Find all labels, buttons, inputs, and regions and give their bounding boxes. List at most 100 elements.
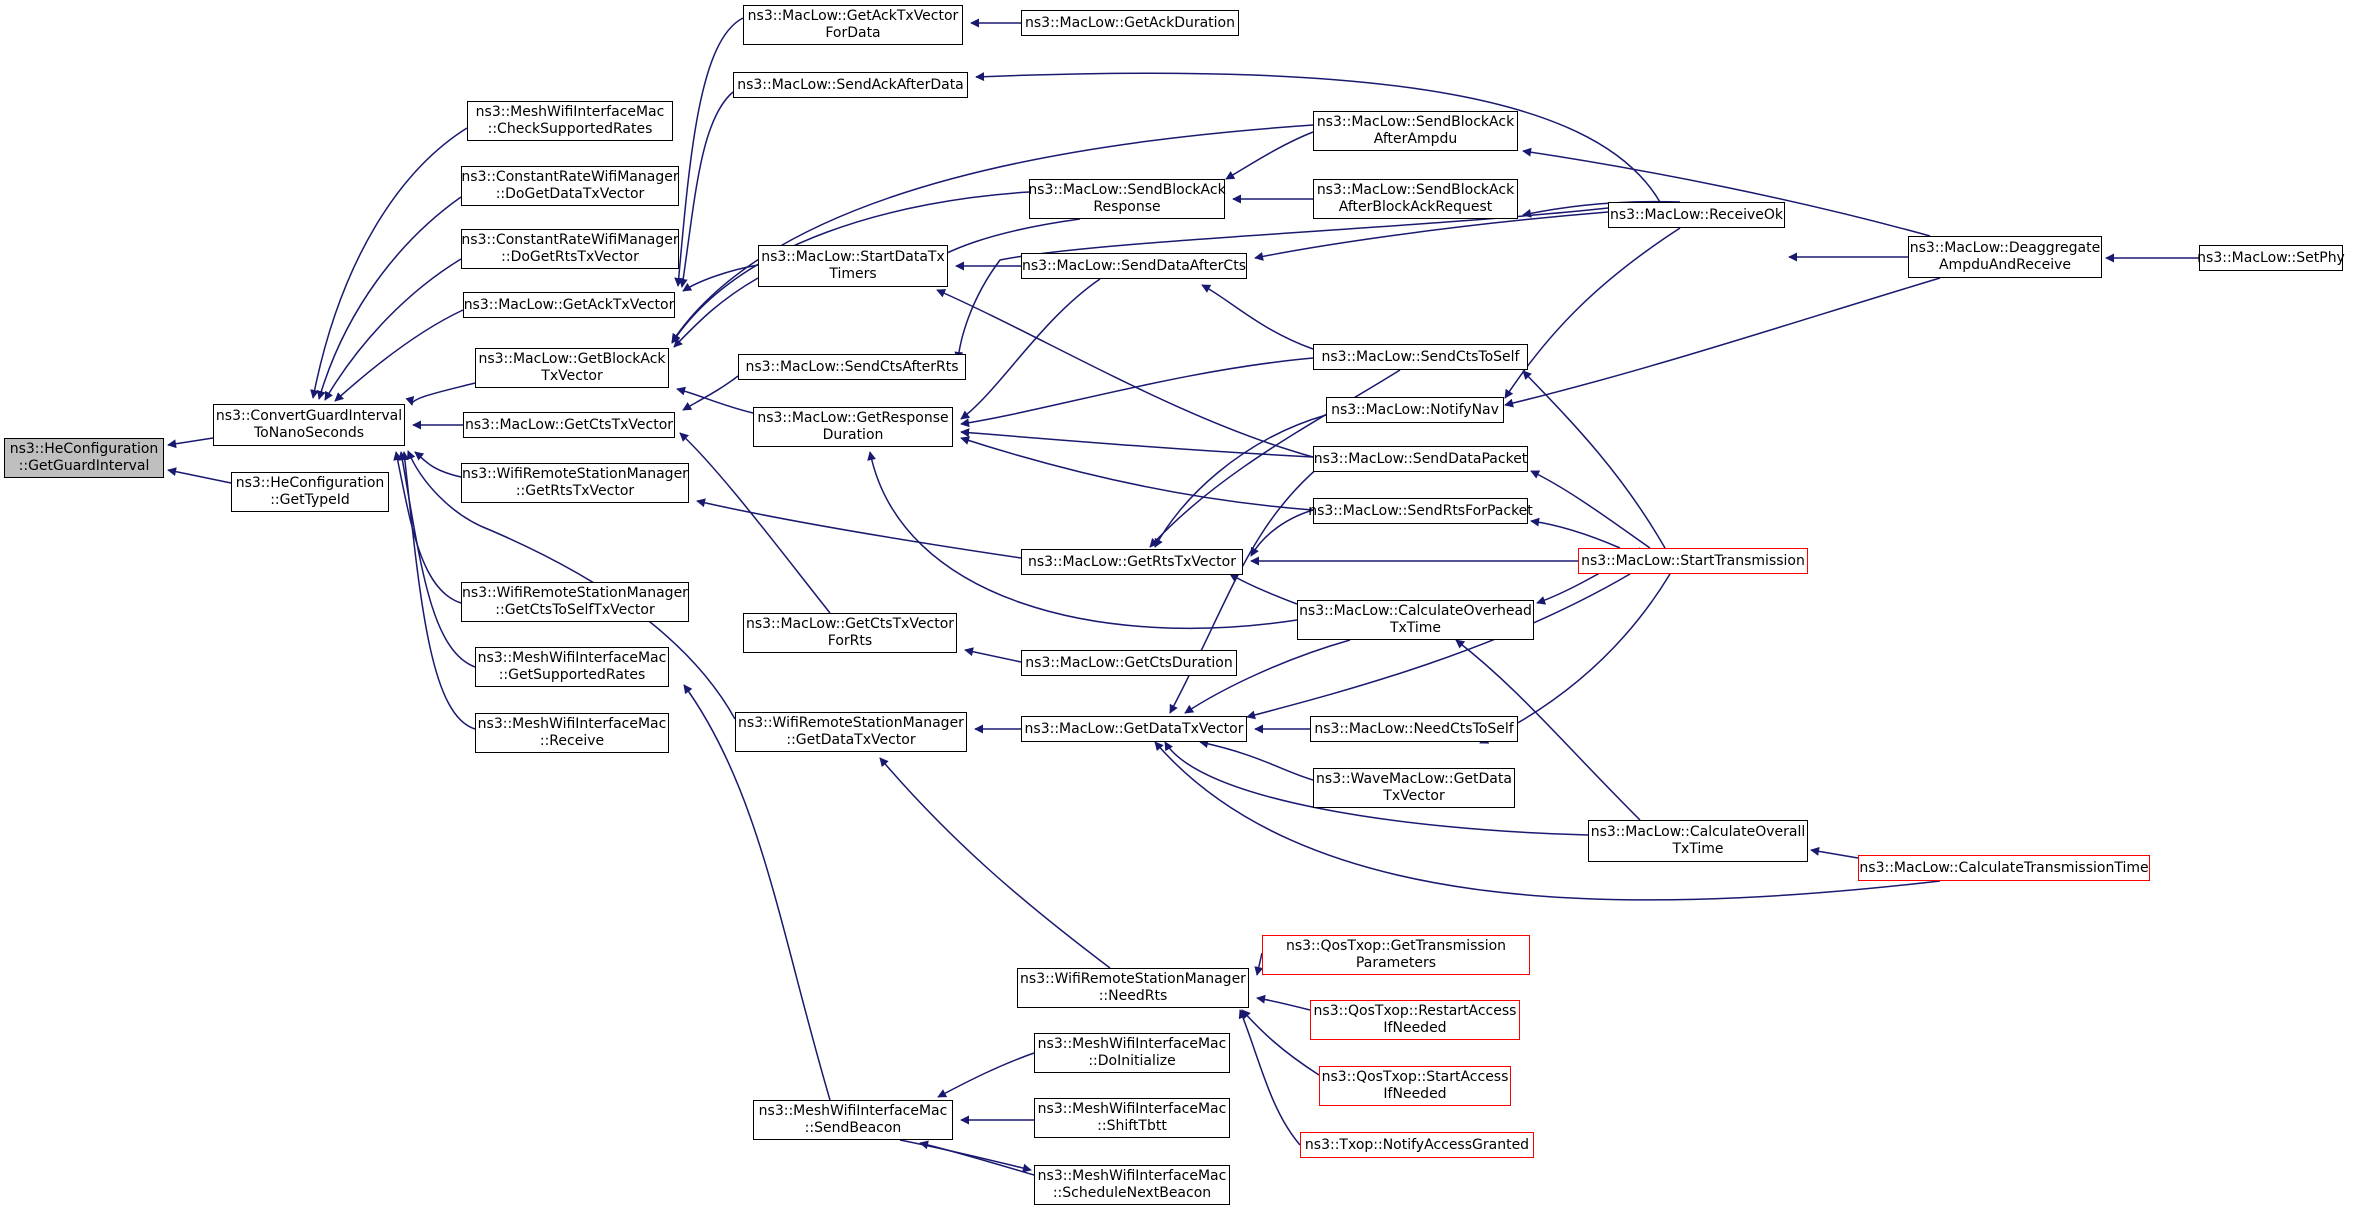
edge-n1-to-n0 xyxy=(167,437,214,449)
node-n24[interactable]: ns3::MacLow::GetRtsTxVector xyxy=(1021,549,1243,575)
node-n11[interactable]: ns3::MeshWifiInterfaceMac ::GetSupported… xyxy=(475,647,669,687)
edge-n47-to-n31 xyxy=(1522,147,1931,237)
edge-n39-to-n26 xyxy=(1199,739,1314,781)
edge-n45-to-n33 xyxy=(1522,370,1666,549)
node-n7[interactable]: ns3::MacLow::GetBlockAck TxVector xyxy=(475,348,669,388)
edge-n44-to-n14 xyxy=(975,72,1661,203)
node-n12[interactable]: ns3::MeshWifiInterfaceMac ::Receive xyxy=(475,713,669,753)
node-n49[interactable]: ns3::MacLow::SetPhy xyxy=(2197,245,2345,271)
node-n0[interactable]: ns3::HeConfiguration ::GetGuardInterval xyxy=(4,438,164,478)
node-n39[interactable]: ns3::WaveMacLow::GetData TxVector xyxy=(1313,768,1515,808)
edge-n48-to-n26 xyxy=(1154,741,1941,901)
edge-n5-to-n1 xyxy=(324,258,462,401)
edge-n23-to-n17 xyxy=(960,278,1101,420)
node-n48[interactable]: ns3::MacLow::CalculateTransmissionTime xyxy=(1858,855,2150,881)
edge-n44-to-n32 xyxy=(1522,200,1681,218)
node-n42[interactable]: ns3::QosTxop::StartAccess IfNeeded xyxy=(1319,1066,1511,1106)
node-n45[interactable]: ns3::MacLow::StartTransmission xyxy=(1578,548,1808,574)
node-n38[interactable]: ns3::MacLow::NeedCtsToSelf xyxy=(1310,716,1518,742)
node-n1[interactable]: ns3::ConvertGuardInterval ToNanoSeconds xyxy=(213,404,405,446)
node-n5[interactable]: ns3::ConstantRateWifiManager ::DoGetRtsT… xyxy=(461,229,679,269)
node-n25[interactable]: ns3::MacLow::GetCtsDuration xyxy=(1021,650,1237,676)
node-n33[interactable]: ns3::MacLow::SendCtsToSelf xyxy=(1313,344,1528,370)
node-n4[interactable]: ns3::ConstantRateWifiManager ::DoGetData… xyxy=(461,166,679,206)
edge-n33-to-n23 xyxy=(1201,284,1314,350)
node-n32[interactable]: ns3::MacLow::SendBlockAck AfterBlockAckR… xyxy=(1313,179,1518,219)
edge-n44-to-n16 xyxy=(954,207,1609,361)
node-n44[interactable]: ns3::MacLow::ReceiveOk xyxy=(1608,202,1785,228)
edge-n45-to-n26 xyxy=(1246,573,1631,720)
edge-n12-to-n1 xyxy=(400,451,476,730)
edge-n24-to-n9 xyxy=(696,498,1022,559)
edge-n6-to-n1 xyxy=(334,309,464,402)
edge-n27-to-n19 xyxy=(879,757,1111,969)
edge-n28-to-n20 xyxy=(937,1052,1035,1098)
edge-n15-to-n7 xyxy=(673,277,759,348)
edge-n3-to-n1 xyxy=(310,127,468,399)
node-n6[interactable]: ns3::MacLow::GetAckTxVector xyxy=(463,292,675,318)
node-n30[interactable]: ns3::MeshWifiInterfaceMac ::ScheduleNext… xyxy=(1034,1165,1230,1205)
node-n37[interactable]: ns3::MacLow::CalculateOverhead TxTime xyxy=(1297,600,1534,640)
edge-n44-to-n34 xyxy=(1504,227,1681,399)
edge-n47-to-n34 xyxy=(1504,277,1941,408)
node-n15[interactable]: ns3::MacLow::StartDataTx Timers xyxy=(758,245,948,287)
edge-n35-to-n15 xyxy=(936,289,1314,458)
node-n3[interactable]: ns3::MeshWifiInterfaceMac ::CheckSupport… xyxy=(467,101,673,141)
node-n46[interactable]: ns3::MacLow::CalculateOverall TxTime xyxy=(1588,820,1808,862)
node-n21[interactable]: ns3::MacLow::GetAckDuration xyxy=(1021,10,1239,36)
node-n34[interactable]: ns3::MacLow::NotifyNav xyxy=(1326,397,1504,423)
node-n20[interactable]: ns3::MeshWifiInterfaceMac ::SendBeacon xyxy=(753,1100,953,1140)
node-n31[interactable]: ns3::MacLow::SendBlockAck AfterAmpdu xyxy=(1313,111,1518,151)
edge-n31-to-n7 xyxy=(671,124,1314,343)
node-n2[interactable]: ns3::HeConfiguration ::GetTypeId xyxy=(231,472,389,512)
node-n18[interactable]: ns3::MacLow::GetCtsTxVector ForRts xyxy=(743,613,957,653)
edge-n34-to-n24 xyxy=(1154,414,1327,548)
node-n35[interactable]: ns3::MacLow::SendDataPacket xyxy=(1313,446,1528,472)
node-n40[interactable]: ns3::QosTxop::GetTransmission Parameters xyxy=(1262,935,1530,975)
edge-n37-to-n17 xyxy=(867,451,1298,629)
edge-n40-to-n27 xyxy=(1254,952,1264,976)
node-n16[interactable]: ns3::MacLow::SendCtsAfterRts xyxy=(738,354,966,380)
node-n14[interactable]: ns3::MacLow::SendAckAfterData xyxy=(733,72,968,98)
edge-n33-to-n17 xyxy=(960,357,1314,428)
node-n27[interactable]: ns3::WifiRemoteStationManager ::NeedRts xyxy=(1017,968,1249,1008)
edge-n35-to-n17 xyxy=(960,428,1314,458)
edge-n14-to-n6 xyxy=(678,91,734,288)
node-n29[interactable]: ns3::MeshWifiInterfaceMac ::ShiftTbtt xyxy=(1034,1098,1230,1138)
node-n19[interactable]: ns3::WifiRemoteStationManager ::GetDataT… xyxy=(735,712,967,752)
edge-n31-to-n22 xyxy=(1225,131,1314,180)
edge-n41-to-n27 xyxy=(1256,994,1311,1011)
edge-n2-to-n0 xyxy=(167,467,232,484)
node-n28[interactable]: ns3::MeshWifiInterfaceMac ::DoInitialize xyxy=(1034,1033,1230,1073)
edge-n9-to-n1 xyxy=(414,451,462,478)
edge-n20-to-n11 xyxy=(683,684,831,1101)
edge-n37-to-n26 xyxy=(1184,639,1351,714)
node-n23[interactable]: ns3::MacLow::SendDataAfterCts xyxy=(1021,253,1247,279)
edge-n37-to-n24 xyxy=(1229,573,1298,605)
edge-n46-to-n26 xyxy=(1164,741,1589,836)
edge-n45-to-n36 xyxy=(1530,517,1621,549)
node-n17[interactable]: ns3::MacLow::GetResponse Duration xyxy=(753,407,953,447)
node-n8[interactable]: ns3::MacLow::GetCtsTxVector xyxy=(463,412,675,438)
edge-n44-to-n23 xyxy=(1254,211,1609,261)
node-n41[interactable]: ns3::QosTxop::RestartAccess IfNeeded xyxy=(1310,1000,1520,1040)
node-n13[interactable]: ns3::MacLow::GetAckTxVector ForData xyxy=(743,5,963,45)
node-n10[interactable]: ns3::WifiRemoteStationManager ::GetCtsTo… xyxy=(461,582,689,622)
node-n22[interactable]: ns3::MacLow::SendBlockAck Response xyxy=(1028,179,1226,219)
edge-n19-to-n1 xyxy=(406,450,736,720)
edge-n36-to-n17 xyxy=(960,436,1314,511)
edge-n7-to-n1 xyxy=(405,382,476,406)
node-n43[interactable]: ns3::Txop::NotifyAccessGranted xyxy=(1300,1132,1534,1158)
edge-n36-to-n24 xyxy=(1250,509,1314,557)
edge-n46-to-n37 xyxy=(1455,639,1641,821)
node-n36[interactable]: ns3::MacLow::SendRtsForPacket xyxy=(1308,498,1533,524)
node-n26[interactable]: ns3::MacLow::GetDataTxVector xyxy=(1021,716,1247,742)
node-n47[interactable]: ns3::MacLow::Deaggregate AmpduAndReceive xyxy=(1908,236,2102,278)
edge-n4-to-n1 xyxy=(316,196,462,400)
edge-n16-to-n8 xyxy=(682,375,739,411)
edge-n13-to-n6 xyxy=(674,17,744,287)
edge-n42-to-n27 xyxy=(1241,1009,1320,1076)
node-n9[interactable]: ns3::WifiRemoteStationManager ::GetRtsTx… xyxy=(461,463,689,503)
edge-n43-to-n27 xyxy=(1238,1009,1301,1146)
